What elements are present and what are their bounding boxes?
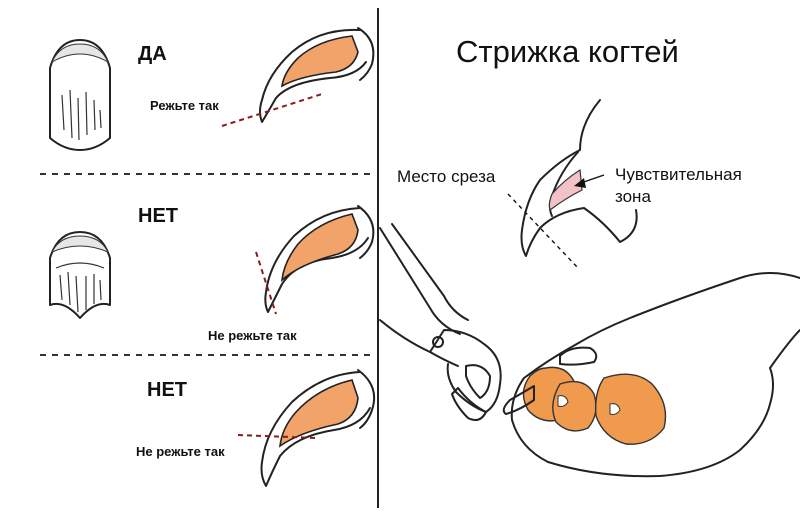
extended-claw <box>502 385 535 415</box>
sensitive-zone-label-line1: Чувствительная <box>615 165 742 184</box>
yes-row: ДА Режьте так <box>49 27 375 151</box>
cut-location-line <box>507 193 579 269</box>
panel-title: Стрижка когтей <box>456 34 679 69</box>
claw-detail-drawing <box>507 99 638 269</box>
nail-clipper <box>379 223 502 421</box>
no-caption-1: Не режьте так <box>208 328 297 343</box>
no-heading-1: НЕТ <box>138 205 178 227</box>
nail-front-view-too-short <box>49 231 111 319</box>
correct-cut-line <box>221 93 323 127</box>
wrong-cut-line-2 <box>237 434 317 439</box>
no-row-2: НЕТ Не режьте так <box>136 369 376 487</box>
sensitive-zone <box>548 168 583 211</box>
wrong-cut-line-1 <box>255 251 277 315</box>
yes-heading: ДА <box>138 43 167 65</box>
no-row-1: НЕТ Не режьте так <box>49 205 375 343</box>
right-panel: Стрижка когтей Место среза Чувствительна… <box>379 34 800 478</box>
no-caption-2: Не режьте так <box>136 444 225 459</box>
claw-side-view-correct <box>259 27 375 123</box>
claw-side-view-quick-cut <box>260 369 376 487</box>
no-heading-2: НЕТ <box>147 379 187 401</box>
paw-drawing <box>502 272 800 478</box>
toe-pad-3 <box>594 373 667 445</box>
yes-caption: Режьте так <box>150 98 219 113</box>
sensitive-zone-label-line2: зона <box>615 187 651 206</box>
nail-front-view-correct <box>49 39 111 151</box>
cut-location-label: Место среза <box>397 167 496 186</box>
claw-side-view-too-short <box>264 205 375 313</box>
toe-pad-2 <box>552 380 597 432</box>
